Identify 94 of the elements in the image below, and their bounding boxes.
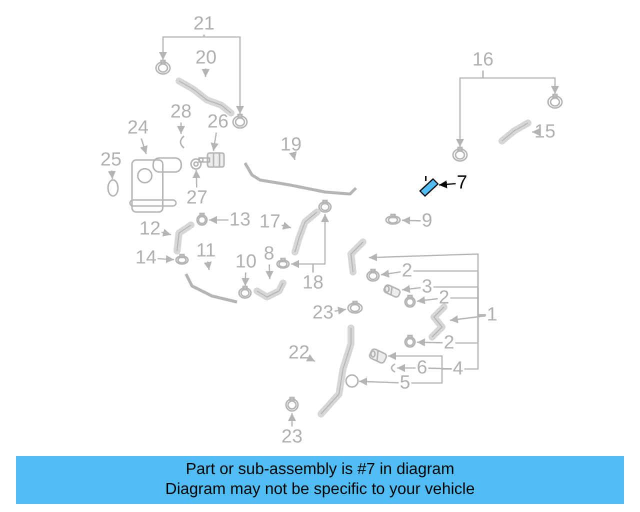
leader-line xyxy=(140,138,148,154)
callout-number: 2 xyxy=(400,260,414,282)
callout-number: 17 xyxy=(258,212,282,232)
hose-fitting-drawing xyxy=(368,348,388,364)
leader-line xyxy=(203,34,244,114)
leader-line xyxy=(177,122,185,134)
leader-line xyxy=(450,315,486,324)
callout-number: 16 xyxy=(471,50,495,70)
leader-line xyxy=(288,151,297,160)
leader-line xyxy=(532,128,540,136)
leader-line xyxy=(108,170,116,180)
o-ring-drawing xyxy=(107,179,119,197)
hose-clamp-drawing xyxy=(546,94,564,110)
callout-number: 8 xyxy=(262,244,276,264)
hose-fitting-drawing xyxy=(382,284,402,298)
callout-number: 2 xyxy=(438,288,450,308)
leader-line xyxy=(456,70,484,147)
hose-drawing xyxy=(291,208,321,256)
callout-number: 3 xyxy=(420,276,434,298)
callout-number: 14 xyxy=(134,248,158,268)
callout-number: 25 xyxy=(99,150,123,170)
callout-number: 20 xyxy=(194,48,218,68)
hose-drawing xyxy=(345,238,369,278)
leader-line xyxy=(192,170,200,188)
hose-clamp-drawing xyxy=(174,254,190,266)
hose-drawing xyxy=(253,279,287,301)
hose-clamp-drawing xyxy=(384,214,402,226)
callout-number: 21 xyxy=(192,14,216,34)
hose-clamp-drawing xyxy=(365,269,381,283)
leader-line xyxy=(204,261,212,270)
leader-line xyxy=(242,272,250,286)
leader-line xyxy=(210,132,219,152)
leader-line xyxy=(428,368,452,370)
callout-number: 6 xyxy=(416,358,428,378)
leader-line xyxy=(402,285,421,293)
leader-line xyxy=(397,364,416,372)
note-text: Diagram may not be specific to your vehicle xyxy=(164,480,476,500)
hose-clamp-drawing xyxy=(275,258,291,270)
hose-clamp-drawing xyxy=(451,147,469,163)
leader-line xyxy=(358,378,399,386)
leader-line xyxy=(158,255,174,264)
hose-drawing xyxy=(498,119,532,145)
callout-number: 23 xyxy=(311,302,335,324)
hose-clamp-drawing xyxy=(154,60,172,76)
leader-line xyxy=(312,214,329,272)
hose-clamp-drawing xyxy=(317,200,333,214)
leader-line xyxy=(411,368,452,384)
hose-clamp-drawing xyxy=(284,397,300,413)
hose-drawing xyxy=(171,221,195,255)
hose-clamp-drawing xyxy=(403,335,417,349)
leader-line xyxy=(306,354,316,362)
callout-number: 9 xyxy=(420,210,434,232)
leader-line xyxy=(402,216,421,224)
note-text: Part or sub-assembly is #7 in diagram xyxy=(184,460,456,480)
callout-number: 13 xyxy=(228,210,252,230)
leader-line xyxy=(209,216,228,224)
temperature-sensor-drawing xyxy=(197,151,227,169)
o-ring-drawing xyxy=(345,374,359,388)
leader-line xyxy=(265,264,274,280)
leader-line xyxy=(438,180,456,188)
highlighted-part-drawing xyxy=(417,175,439,197)
callout-number: 27 xyxy=(185,188,209,208)
callout-number: 4 xyxy=(452,358,464,380)
hose-clamp-drawing xyxy=(195,213,209,227)
callout-number: 23 xyxy=(280,426,304,448)
leader-line xyxy=(380,270,401,278)
callout-number: 19 xyxy=(279,134,303,156)
hose-clamp-drawing xyxy=(237,286,253,300)
coolant-pipe-drawing xyxy=(315,324,355,420)
leader-line xyxy=(202,68,210,78)
callout-number: 12 xyxy=(138,218,162,240)
leader-line xyxy=(288,413,296,426)
hose-clamp-drawing xyxy=(403,295,417,309)
callout-number: 2 xyxy=(442,332,456,354)
callout-number: 5 xyxy=(398,372,412,394)
callout-number: 7 xyxy=(456,172,468,194)
leader-line xyxy=(464,314,486,370)
leader-line xyxy=(281,222,292,230)
filler-cap-drawing xyxy=(346,301,364,315)
callout-number: 10 xyxy=(234,252,258,272)
callout-number: 24 xyxy=(126,118,150,138)
hose-clamp-drawing xyxy=(231,114,249,130)
leader-line xyxy=(159,34,205,60)
washer-drawing xyxy=(190,158,202,170)
callout-number: 26 xyxy=(206,112,230,132)
leader-line xyxy=(416,296,438,304)
callout-number: 11 xyxy=(195,240,217,262)
leader-line xyxy=(334,306,346,315)
callout-number: 22 xyxy=(287,342,311,364)
callout-number: 18 xyxy=(301,272,325,294)
callout-number: 28 xyxy=(169,102,193,122)
leader-line xyxy=(161,228,172,236)
leader-line xyxy=(416,338,443,346)
callout-number: 1 xyxy=(486,304,498,326)
